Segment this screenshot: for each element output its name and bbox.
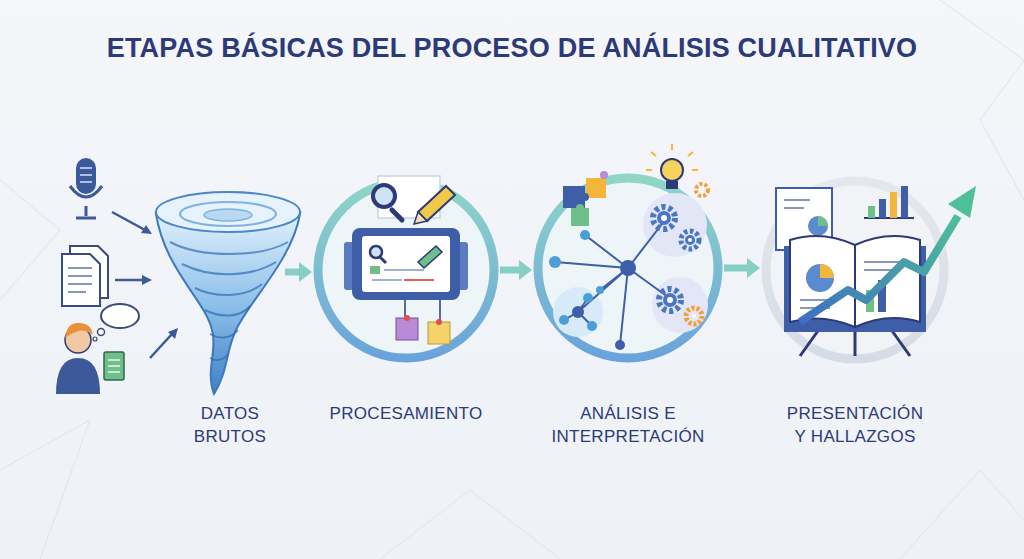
person-icon-part [65,327,91,353]
input-arrow-part [141,225,152,234]
input-arrow [150,328,178,358]
person-icon-part [93,337,97,341]
input-arrow-part [142,275,152,285]
input-arrow-part [115,279,143,282]
background-lines-part [380,490,560,559]
microphone-icon-part [70,186,102,197]
background-lines-part [0,180,60,300]
stage-node: PROCESAMIENTO [312,173,500,450]
flow-arrow [724,258,760,278]
microphone-icon-part [80,168,92,182]
stage-label: ANÁLISIS E INTERPRETACIÓN [541,403,716,449]
person-icon-part [108,360,120,372]
presentation-icon-part [948,186,976,218]
document-icon-part [62,254,100,306]
input-arrow-part [168,328,178,339]
arrow-head [519,260,532,280]
person-icon-part [104,352,124,380]
input-arrow-part [150,334,172,358]
person-icon-part [56,358,100,394]
person-icon [56,304,139,394]
arrow-head [299,262,312,282]
tornado-icon-part [156,214,300,394]
tornado-icon-part [156,192,300,232]
tornado-icon-part [204,209,252,221]
background-lines-part [900,470,1024,559]
stage-label: DATOS BRUTOS [180,403,280,449]
arrow-shaft [500,267,521,274]
microphone-icon [70,158,102,218]
arrow-head [747,258,760,278]
background-lines-part [940,0,1024,200]
arrow-shaft [724,265,749,272]
stage-circle [318,182,494,358]
tornado-icon-part [170,242,288,360]
person-icon-part [98,329,105,336]
diagram-title: ETAPAS BÁSICAS DEL PROCESO DE ANÁLISIS C… [0,33,1024,64]
stage-circle [766,181,944,359]
flow-arrow [285,262,312,282]
document-icon [62,246,108,306]
analysis-icon-part [646,144,698,170]
stage-node: PRESENTACIÓN Y HALLAZGOS [760,173,950,450]
tornado-icon-part [180,202,276,226]
background-lines-part [0,420,90,559]
stage-circle [538,178,718,358]
stage-node: DATOS BRUTOS [175,175,285,450]
input-arrow [115,275,152,285]
arrow-shaft [285,269,301,276]
input-arrow-part [112,212,145,230]
stage-label: PROCESAMIENTO [316,403,496,426]
stage-node: ANÁLISIS E INTERPRETACIÓN [532,171,724,450]
person-icon-part [101,304,139,328]
microphone-icon-part [76,158,96,194]
stage-label: PRESENTACIÓN Y HALLAZGOS [780,403,930,449]
tornado-icon [156,192,300,394]
analysis-icon-part [696,184,708,196]
microphone-icon-part [76,206,96,218]
input-arrow [112,212,152,234]
flow-arrow [500,260,532,280]
document-icon-part [68,268,92,292]
analysis-icon-part [661,159,683,181]
person-icon-part [65,323,93,338]
document-icon-part [70,246,108,298]
